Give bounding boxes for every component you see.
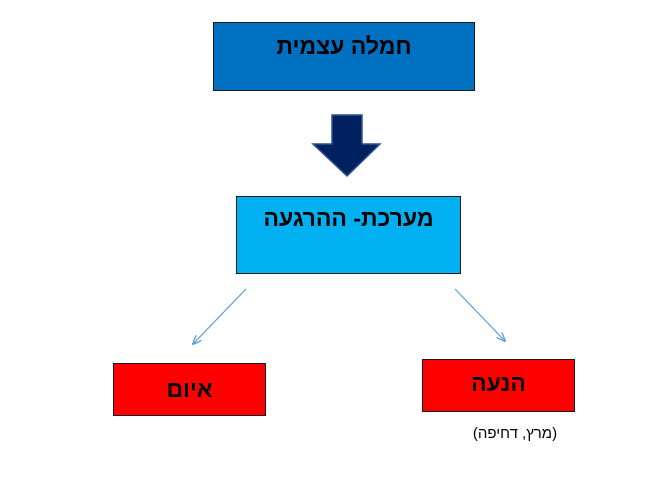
down-arrow-icon — [311, 114, 382, 178]
drive-caption: (מרץ, דחיפה) — [472, 425, 558, 442]
soothing-system-box: מערכת- ההרגעה — [236, 196, 461, 274]
connector-arrow-right — [454, 288, 505, 341]
threat-box: איום — [113, 363, 266, 416]
threat-label: איום — [166, 376, 213, 402]
soothing-system-label: מערכת- ההרגעה — [263, 205, 434, 231]
self-compassion-label: חמלה עצמית — [276, 33, 412, 59]
self-compassion-box: חמלה עצמית — [213, 22, 475, 91]
connector-arrow-left — [193, 288, 247, 344]
drive-label: הנעה — [471, 370, 526, 396]
drive-box: הנעה — [422, 359, 575, 412]
